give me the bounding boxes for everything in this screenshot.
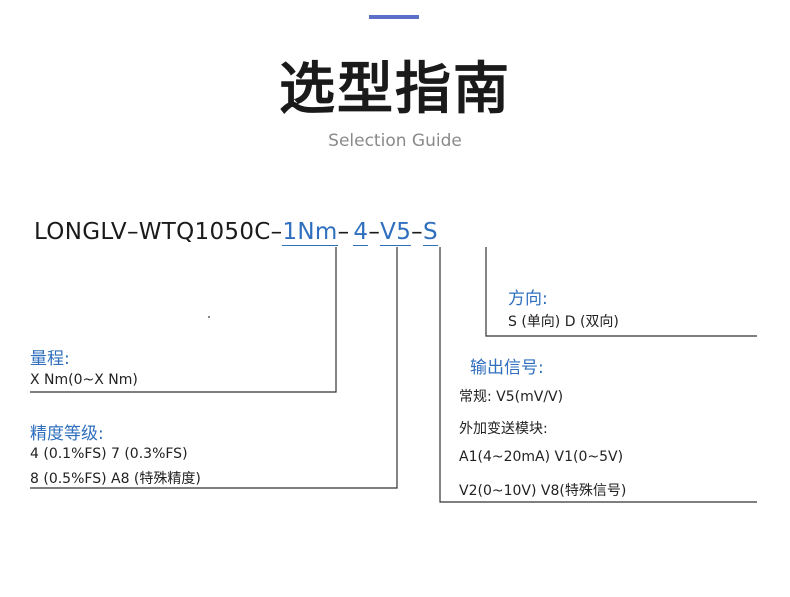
page-title: 选型指南	[279, 57, 511, 122]
output-heading: 输出信号:	[470, 358, 544, 378]
model-separator-1: –	[337, 219, 350, 245]
page-subtitle: Selection Guide	[328, 131, 462, 151]
stray-dot	[208, 316, 210, 318]
direction-options: S (单向) D (双向)	[508, 314, 619, 330]
model-output-code: V5	[380, 219, 412, 246]
accuracy-connector	[30, 247, 398, 489]
direction-heading: 方向:	[508, 289, 548, 309]
range-options: X Nm(0~X Nm)	[30, 372, 138, 388]
output-options-line-2: 外加变送模块:	[459, 421, 548, 437]
model-separator-2: –	[368, 219, 381, 245]
model-accuracy-code: 4	[353, 219, 369, 246]
output-options-line-4: V2(0~10V) V8(特殊信号)	[459, 483, 627, 499]
accuracy-options-line-2: 8 (0.5%FS) A8 (特殊精度)	[30, 471, 201, 487]
model-code: LONGLV–WTQ1050C–1Nm –4–V5–S	[34, 219, 438, 246]
output-options-line-3: A1(4~20mA) V1(0~5V)	[459, 449, 624, 465]
range-heading: 量程:	[30, 349, 70, 369]
output-connector	[439, 247, 757, 503]
model-direction-code: S	[422, 219, 438, 246]
model-range-code: 1Nm	[282, 219, 338, 246]
accuracy-heading: 精度等级:	[30, 424, 104, 444]
output-options-line-1: 常规: V5(mV/V)	[459, 389, 564, 405]
direction-connector	[485, 247, 757, 337]
model-separator-3: –	[411, 219, 423, 245]
accuracy-options-line-1: 4 (0.1%FS) 7 (0.3%FS)	[30, 446, 188, 462]
range-connector	[30, 247, 337, 393]
model-prefix: LONGLV–WTQ1050C–	[34, 219, 283, 245]
title-accent-bar	[369, 15, 419, 19]
